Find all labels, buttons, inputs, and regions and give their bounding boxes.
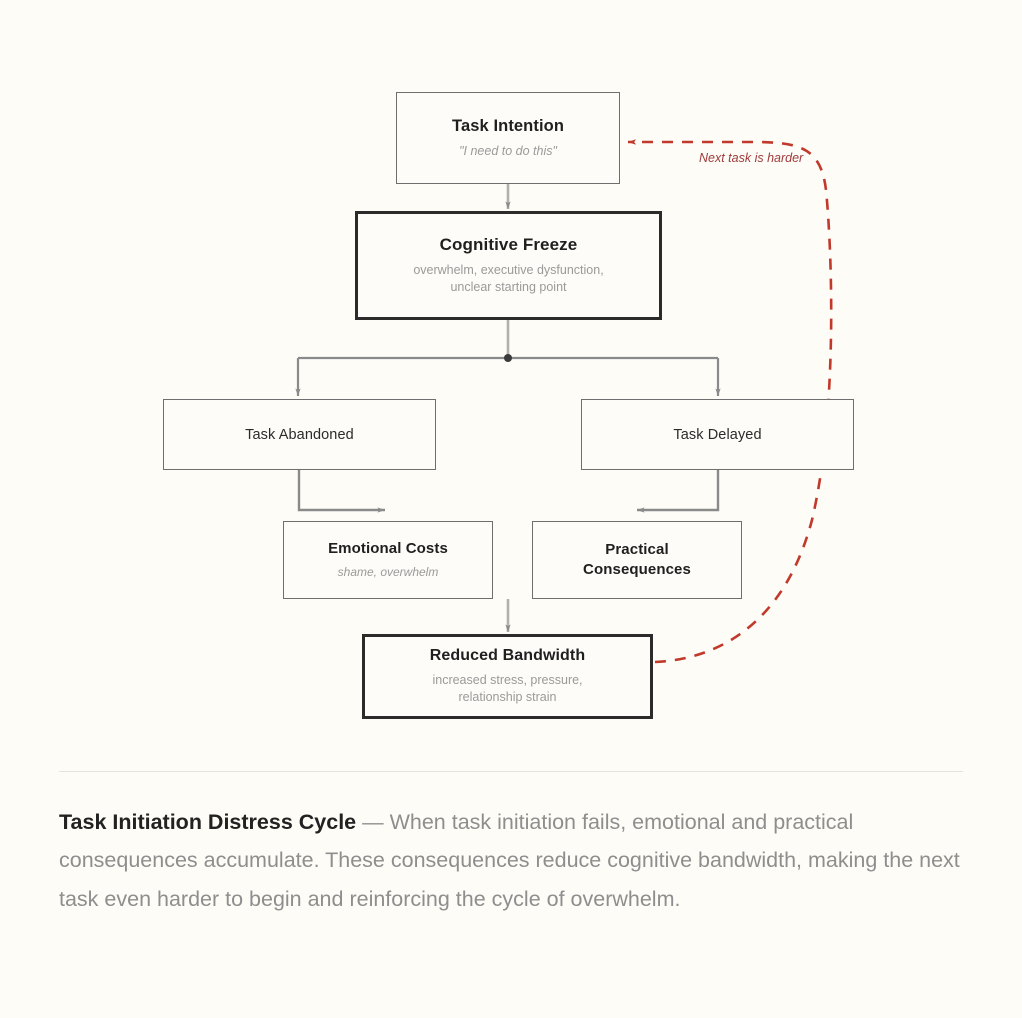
feedback-loop-label: Next task is harder bbox=[699, 151, 804, 165]
edge-abandoned-to-emotional bbox=[297, 470, 386, 513]
caption-body: When task initiation fails, emotional an… bbox=[59, 810, 960, 911]
node-emotional-costs-title: Emotional Costs bbox=[328, 539, 448, 557]
node-task-intention[interactable]: Task Intention "I need to do this" bbox=[396, 92, 620, 184]
section-divider bbox=[59, 771, 963, 772]
flowchart-canvas: Task Intention "I need to do this" Cogni… bbox=[163, 92, 854, 719]
node-task-delayed[interactable]: Task Delayed bbox=[581, 399, 854, 470]
node-cognitive-freeze-subtitle: overwhelm, executive dysfunction,unclear… bbox=[413, 263, 604, 294]
node-cognitive-freeze[interactable]: Cognitive Freeze overwhelm, executive dy… bbox=[355, 211, 662, 320]
edge-freeze-to-split bbox=[298, 320, 718, 362]
node-cognitive-freeze-title: Cognitive Freeze bbox=[439, 235, 578, 255]
caption-dash: — bbox=[356, 810, 390, 834]
node-task-delayed-title: Task Delayed bbox=[673, 426, 762, 443]
node-task-abandoned-title: Task Abandoned bbox=[245, 426, 354, 443]
node-reduced-bandwidth[interactable]: Reduced Bandwidth increased stress, pres… bbox=[362, 634, 653, 719]
caption-block: Task Initiation Distress Cycle — When ta… bbox=[59, 803, 964, 918]
node-emotional-costs-subtitle: shame, overwhelm bbox=[337, 564, 439, 579]
node-task-intention-title: Task Intention bbox=[451, 116, 565, 135]
edge-delayed-to-practical bbox=[636, 470, 720, 513]
node-task-abandoned[interactable]: Task Abandoned bbox=[163, 399, 436, 470]
node-task-intention-subtitle: "I need to do this" bbox=[459, 143, 557, 158]
node-reduced-bandwidth-title: Reduced Bandwidth bbox=[429, 647, 586, 665]
caption-term: Task Initiation Distress Cycle bbox=[59, 810, 357, 834]
node-emotional-costs[interactable]: Emotional Costs shame, overwhelm bbox=[283, 521, 493, 599]
node-reduced-bandwidth-subtitle: increased stress, pressure,relationship … bbox=[432, 673, 583, 704]
